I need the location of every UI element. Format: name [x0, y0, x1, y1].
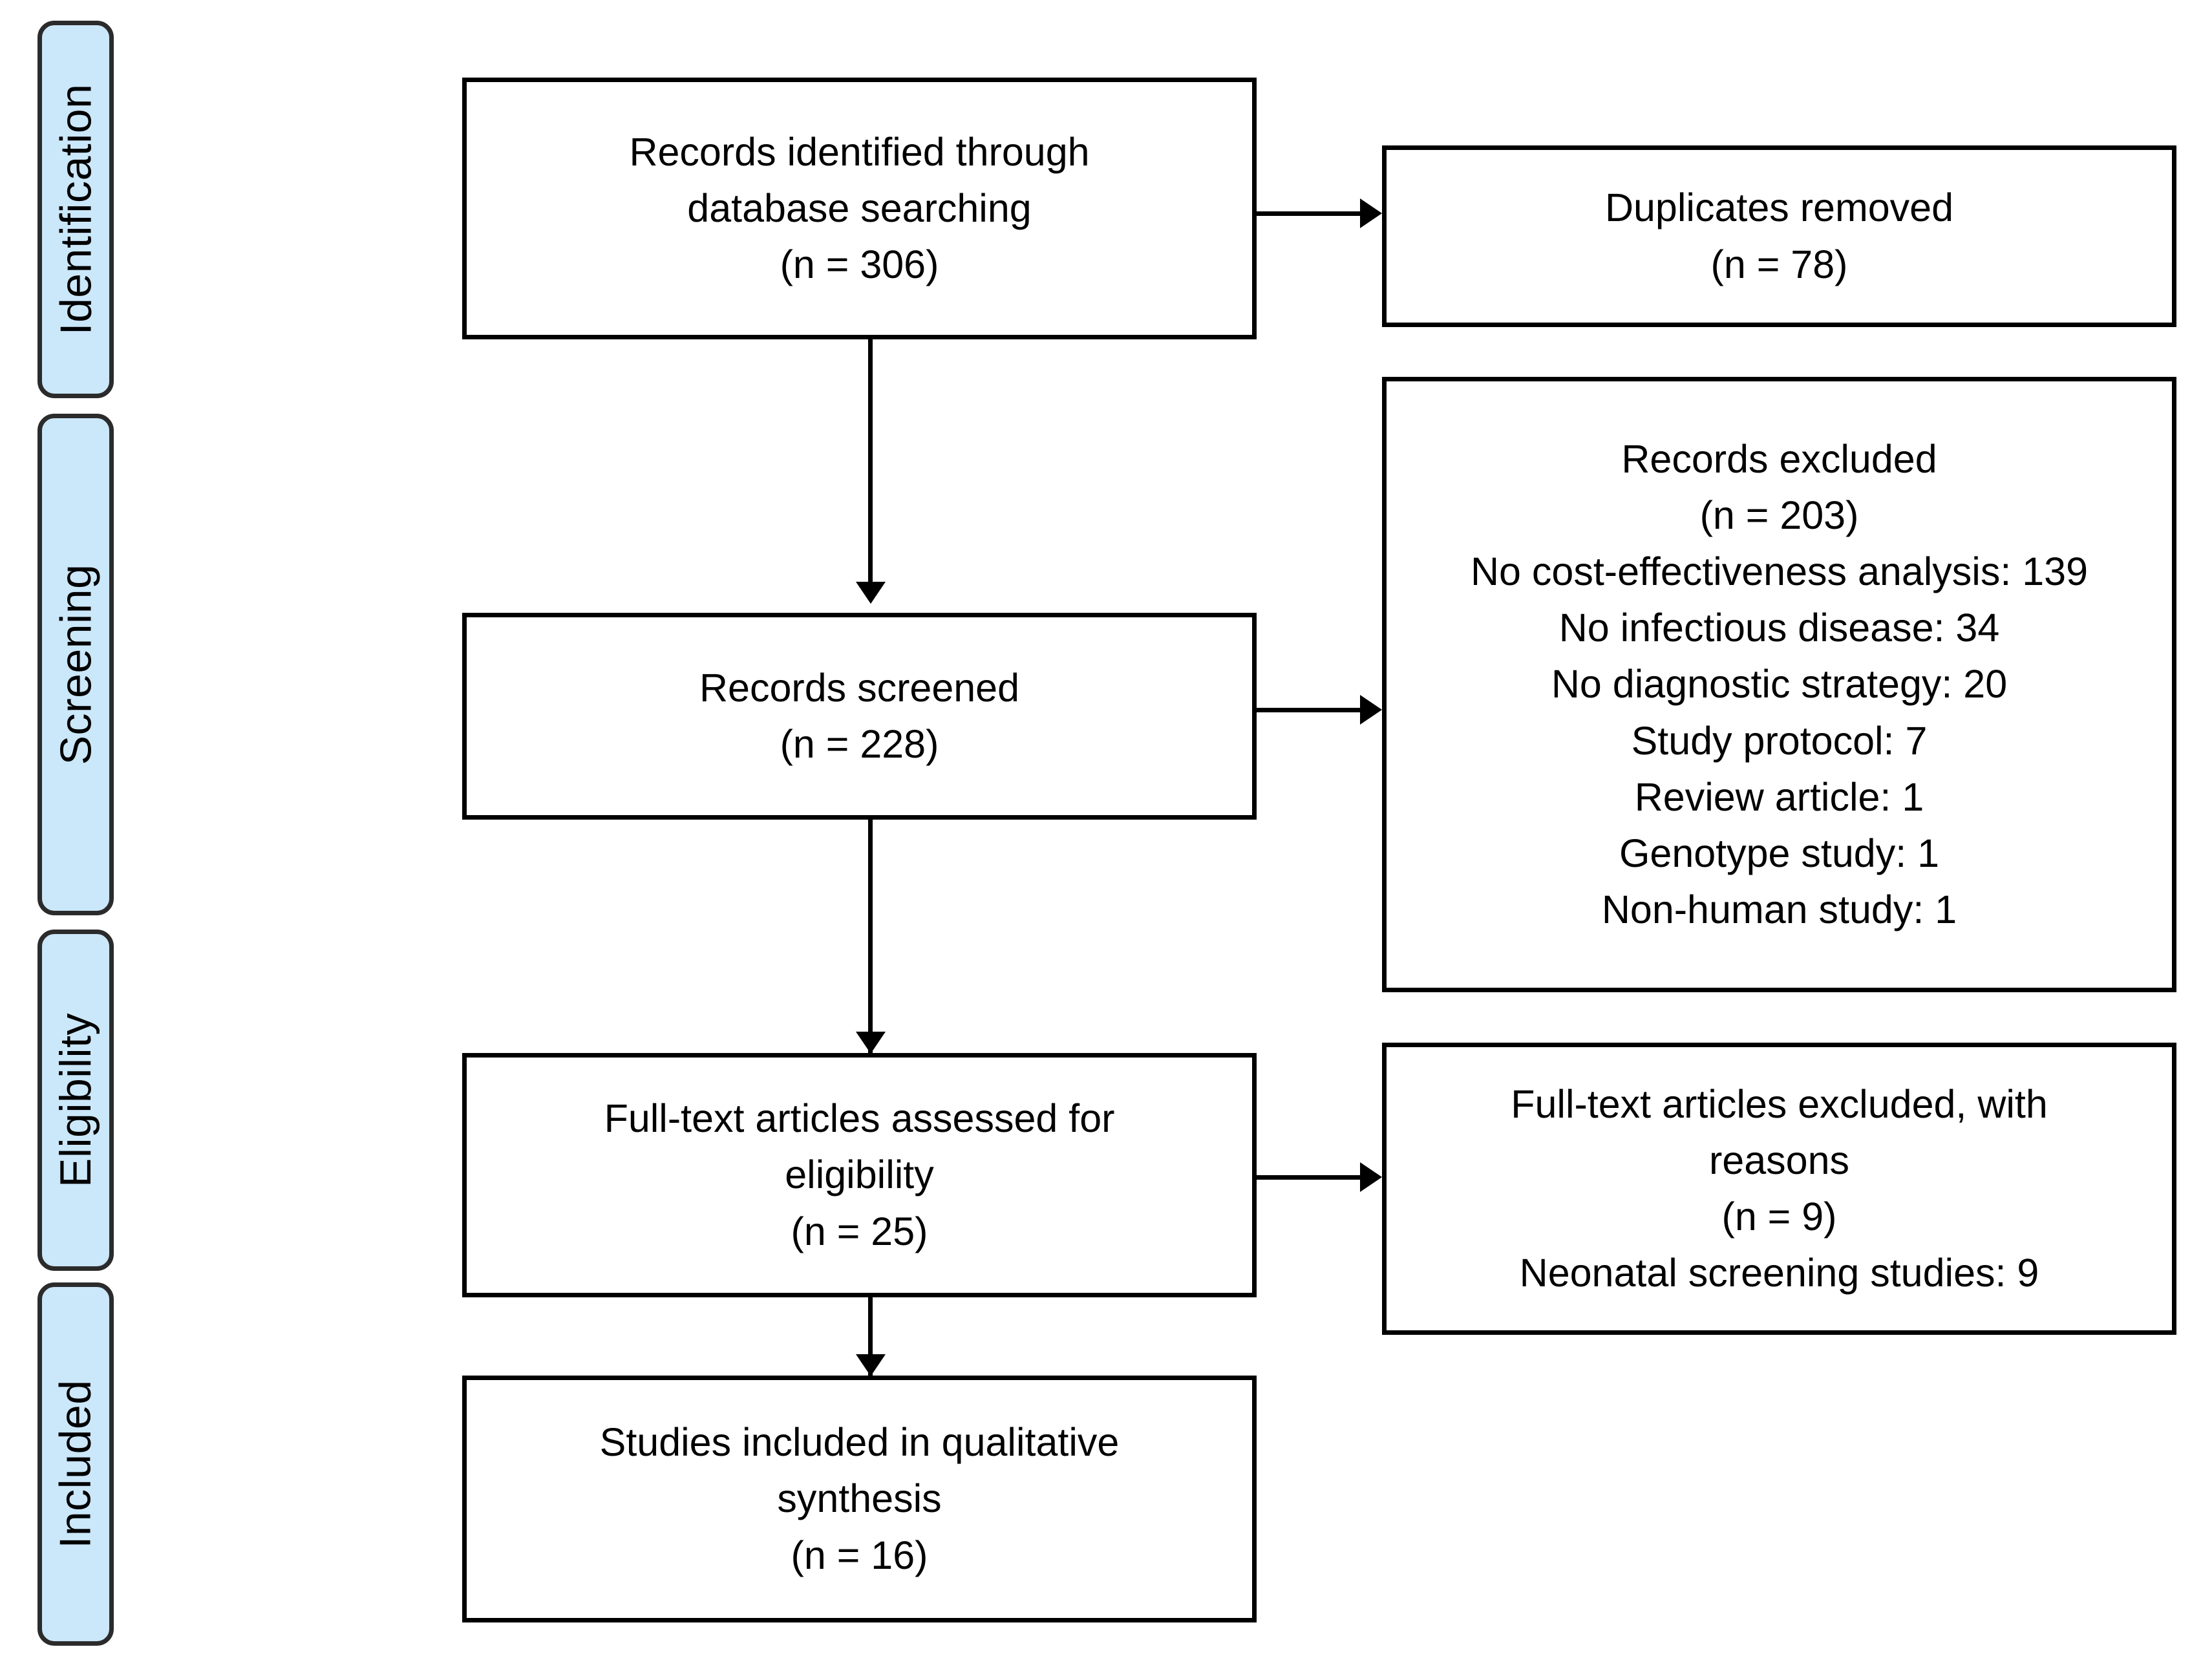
box-line: Records screened: [699, 665, 1020, 710]
box-fulltext-assessed: Full-text articles assessed for eligibil…: [462, 1053, 1257, 1297]
box-line: (n = 78): [1710, 242, 1848, 286]
box-line: No infectious disease: 34: [1558, 606, 2000, 650]
stage-label-eligibility: Eligibility: [37, 930, 114, 1271]
stage-label-text: Identification: [51, 83, 100, 335]
box-line: (n = 25): [791, 1209, 928, 1253]
box-line: Full-text articles assessed for: [604, 1096, 1115, 1141]
box-records-identified: Records identified through database sear…: [462, 78, 1257, 339]
box-line: Records excluded: [1621, 436, 1937, 481]
stage-label-text: Included: [51, 1379, 100, 1549]
arrowhead-identified-to-screened: [856, 582, 886, 604]
connector-fulltext-to-excluded: [1252, 1175, 1361, 1180]
box-line: synthesis: [777, 1476, 942, 1521]
connector-identified-to-duplicates: [1252, 211, 1361, 216]
box-line: No cost-effectiveness analysis: 139: [1470, 549, 2089, 593]
box-line: Study protocol: 7: [1631, 718, 1928, 763]
box-line: database searching: [687, 186, 1032, 230]
connector-screened-to-records-excluded: [1252, 708, 1361, 712]
stage-label-screening: Screening: [37, 414, 114, 915]
box-line: (n = 228): [780, 722, 939, 766]
connector-screened-to-fulltext: [868, 816, 873, 1055]
box-fulltext-excluded: Full-text articles excluded, with reason…: [1382, 1043, 2176, 1335]
arrowhead-fulltext-to-excluded: [1360, 1162, 1382, 1192]
box-line: Records identified through: [629, 129, 1090, 174]
box-line: (n = 16): [791, 1533, 928, 1577]
arrowhead-fulltext-to-included: [856, 1354, 886, 1376]
box-line: Review article: 1: [1634, 774, 1924, 819]
box-records-screened: Records screened (n = 228): [462, 613, 1257, 820]
box-studies-included: Studies included in qualitative synthesi…: [462, 1376, 1257, 1622]
box-line: (n = 9): [1721, 1195, 1837, 1239]
arrowhead-identified-to-duplicates: [1360, 198, 1382, 228]
stage-label-included: Included: [37, 1282, 114, 1646]
box-line: (n = 203): [1699, 493, 1859, 537]
box-line: No diagnostic strategy: 20: [1551, 662, 2008, 707]
box-line: Neonatal screening studies: 9: [1519, 1251, 2039, 1295]
stage-label-text: Screening: [51, 564, 101, 765]
box-records-excluded: Records excluded (n = 203) No cost-effec…: [1382, 377, 2176, 992]
box-line: Full-text articles excluded, with: [1511, 1081, 2048, 1126]
box-line: Non-human study: 1: [1601, 888, 1957, 932]
box-line: eligibility: [785, 1153, 934, 1197]
box-line: Duplicates removed: [1604, 186, 1954, 230]
box-line: reasons: [1708, 1138, 1849, 1182]
box-line: (n = 306): [780, 242, 939, 287]
box-line: Genotype study: 1: [1619, 831, 1940, 876]
connector-fulltext-to-included: [868, 1293, 873, 1376]
stage-label-identification: Identification: [37, 21, 114, 398]
box-line: Studies included in qualitative: [599, 1420, 1120, 1465]
arrowhead-screened-to-fulltext: [856, 1032, 886, 1054]
connector-identified-to-screened: [868, 339, 873, 585]
arrowhead-screened-to-records-excluded: [1360, 695, 1382, 725]
stage-label-text: Eligibility: [51, 1012, 100, 1188]
box-duplicates-removed: Duplicates removed (n = 78): [1382, 145, 2176, 327]
